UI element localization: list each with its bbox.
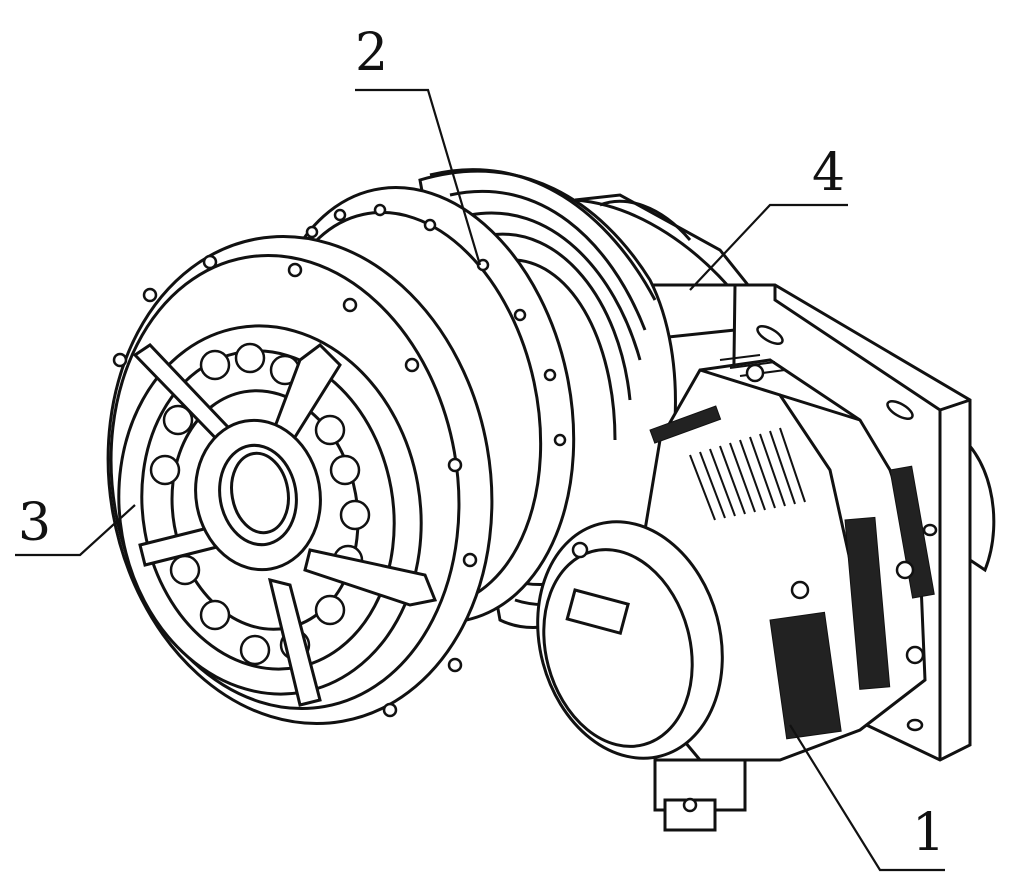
- callout-2: 2: [355, 23, 388, 83]
- callout-3: 3: [18, 493, 51, 553]
- callout-1: 1: [912, 803, 945, 863]
- callout-4: 4: [812, 143, 845, 203]
